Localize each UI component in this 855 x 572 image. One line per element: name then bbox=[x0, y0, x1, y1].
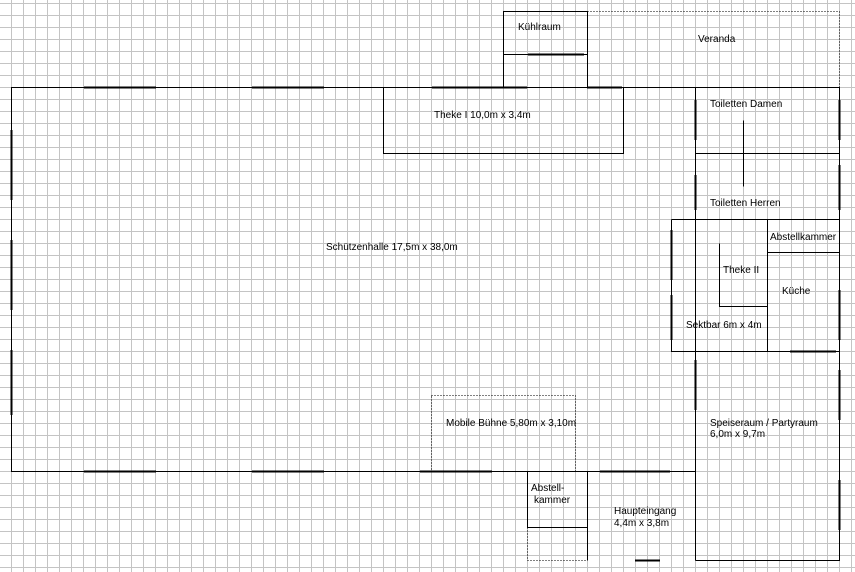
label-abstellkammer: Abstellkammer bbox=[770, 232, 837, 243]
veranda-outline bbox=[587, 11, 840, 88]
sektbar-walls bbox=[671, 219, 840, 352]
label-abstell-1: Abstell- bbox=[531, 483, 564, 494]
label-theke1: Theke I 10,0m x 3,4m bbox=[434, 110, 531, 121]
windows bbox=[10, 53, 841, 562]
label-haupteingang-2: 4,4m x 3,8m bbox=[614, 518, 669, 529]
buehne-outline bbox=[431, 395, 576, 472]
label-haupteingang-1: Haupteingang bbox=[614, 506, 676, 517]
label-veranda: Veranda bbox=[698, 34, 736, 45]
labels: Kühlraum Veranda Theke I 10,0m x 3,4m To… bbox=[326, 22, 837, 529]
label-toiletten-herren: Toiletten Herren bbox=[710, 198, 781, 209]
label-buehne: Mobile Bühne 5,80m x 3,10m bbox=[446, 418, 576, 429]
label-theke2: Theke II bbox=[723, 265, 759, 276]
label-speiseraum-1: Speiseraum / Partyraum bbox=[710, 418, 818, 429]
label-schuetzenhalle: Schützenhalle 17,5m x 38,0m bbox=[326, 242, 458, 253]
label-kueche: Küche bbox=[782, 286, 811, 297]
theke1-walls bbox=[383, 87, 624, 154]
label-toiletten-damen: Toiletten Damen bbox=[710, 99, 782, 110]
abstell-dotted bbox=[527, 527, 588, 561]
label-speiseraum-2: 6,0m x 9,7m bbox=[710, 429, 765, 440]
theke2-walls bbox=[719, 243, 768, 307]
label-abstell-2: kammer bbox=[534, 495, 571, 506]
toiletten-walls bbox=[695, 120, 840, 187]
label-sektbar: Sektbar 6m x 4m bbox=[686, 320, 762, 331]
label-kuehlraum: Kühlraum bbox=[518, 22, 561, 33]
